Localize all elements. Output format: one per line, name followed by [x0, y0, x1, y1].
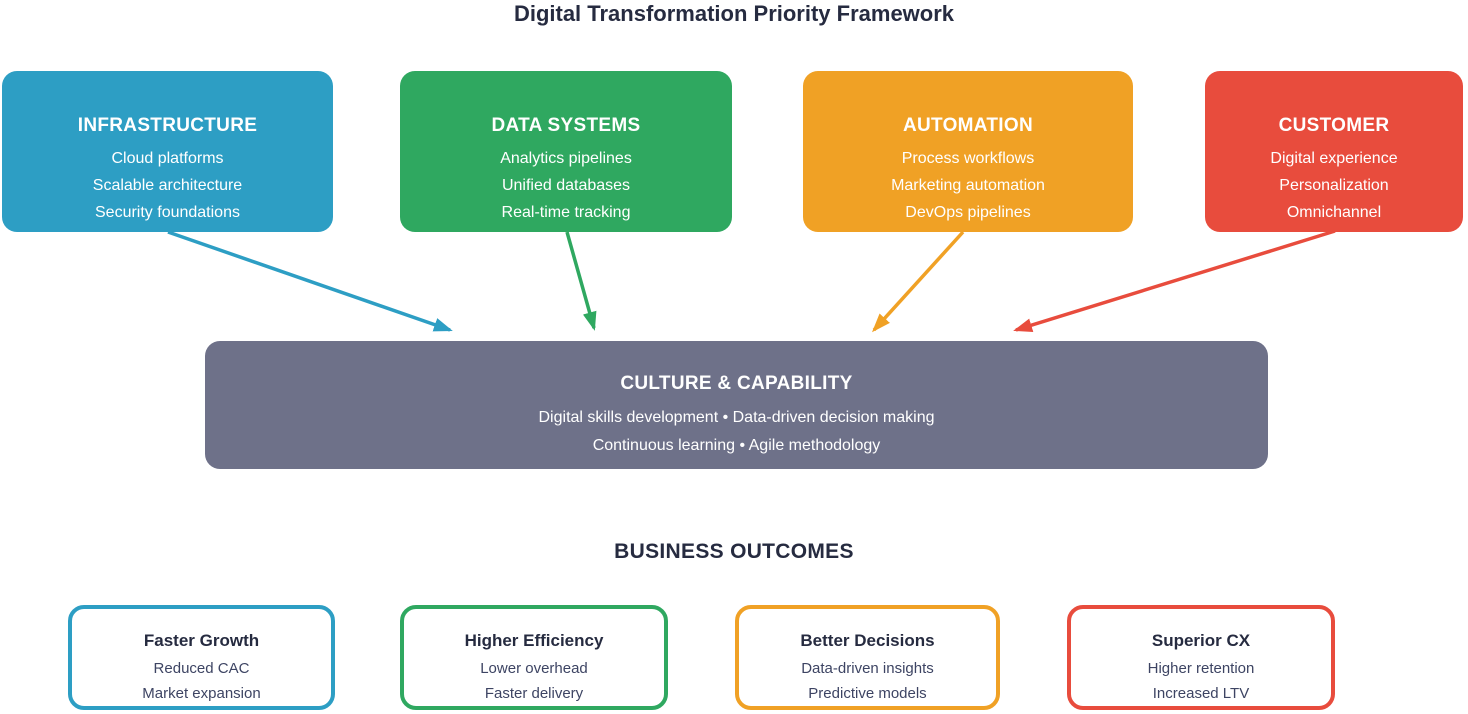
pillar-automation: AUTOMATION Process workflows Marketing a…: [803, 71, 1133, 232]
pillar-customer-title: CUSTOMER: [1278, 115, 1390, 136]
outcome-faster-growth-title: Faster Growth: [143, 631, 260, 650]
outcome-faster-growth-items: Reduced CAC Market expansion: [72, 656, 331, 706]
outcome-superior-cx-items: Higher retention Increased LTV: [1071, 656, 1331, 706]
pillar-item: Marketing automation: [891, 177, 1045, 194]
pillar-item: Analytics pipelines: [500, 150, 632, 167]
culture-capability-title: CULTURE & CAPABILITY: [620, 373, 853, 394]
pillar-customer-items: Digital experience Personalization Omnic…: [1205, 145, 1463, 226]
outcome-higher-efficiency-items: Lower overhead Faster delivery: [404, 656, 664, 706]
pillar-data-systems-title: DATA SYSTEMS: [491, 115, 641, 136]
culture-line: Continuous learning • Agile methodology: [592, 437, 881, 454]
pillar-infrastructure-title: INFRASTRUCTURE: [77, 115, 258, 136]
pillar-data-systems-items: Analytics pipelines Unified databases Re…: [400, 145, 732, 226]
pillar-automation-title: AUTOMATION: [902, 115, 1033, 136]
outcome-higher-efficiency-title: Higher Efficiency: [464, 631, 604, 650]
outcome-superior-cx-title: Superior CX: [1151, 631, 1251, 650]
pillar-item: Security foundations: [95, 204, 240, 221]
outcome-item: Predictive models: [808, 685, 927, 702]
pillar-item: Scalable architecture: [92, 177, 243, 194]
outcome-item: Higher retention: [1147, 660, 1255, 677]
outcome-higher-efficiency: Higher Efficiency Lower overhead Faster …: [400, 605, 668, 710]
business-outcomes-heading: BUSINESS OUTCOMES: [614, 540, 854, 563]
pillar-item: Process workflows: [901, 150, 1035, 167]
outcome-item: Increased LTV: [1152, 685, 1250, 702]
outcome-better-decisions-items: Data-driven insights Predictive models: [739, 656, 996, 706]
outcome-better-decisions-title: Better Decisions: [800, 631, 935, 650]
arrow-customer-to-culture: [1013, 229, 1336, 332]
outcome-item: Lower overhead: [480, 660, 588, 677]
pillar-item: Cloud platforms: [111, 150, 224, 167]
pillar-item: DevOps pipelines: [905, 204, 1031, 221]
arrow-infrastructure-to-culture: [167, 230, 453, 332]
outcome-faster-growth: Faster Growth Reduced CAC Market expansi…: [68, 605, 335, 710]
pillar-infrastructure-items: Cloud platforms Scalable architecture Se…: [2, 145, 333, 226]
pillar-item: Unified databases: [501, 177, 631, 194]
outcome-item: Market expansion: [142, 685, 261, 702]
outcome-item: Faster delivery: [484, 685, 584, 702]
pillar-item: Digital experience: [1270, 150, 1398, 167]
pillar-item: Real-time tracking: [501, 204, 631, 221]
culture-capability-details: Digital skills development • Data-driven…: [205, 404, 1268, 460]
pillar-item: Personalization: [1279, 177, 1389, 194]
pillar-infrastructure: INFRASTRUCTURE Cloud platforms Scalable …: [2, 71, 333, 232]
outcome-item: Data-driven insights: [801, 660, 934, 677]
outcome-item: Reduced CAC: [153, 660, 250, 677]
outcome-superior-cx: Superior CX Higher retention Increased L…: [1067, 605, 1335, 710]
pillar-automation-items: Process workflows Marketing automation D…: [803, 145, 1133, 226]
arrow-automation-to-culture: [871, 230, 965, 333]
arrow-data-systems-to-culture: [565, 231, 597, 331]
pillar-data-systems: DATA SYSTEMS Analytics pipelines Unified…: [400, 71, 732, 232]
pillar-customer: CUSTOMER Digital experience Personalizat…: [1205, 71, 1463, 232]
pillar-item: Omnichannel: [1286, 204, 1382, 221]
culture-capability-box: CULTURE & CAPABILITY Digital skills deve…: [205, 341, 1268, 469]
culture-line: Digital skills development • Data-driven…: [538, 409, 935, 426]
outcome-better-decisions: Better Decisions Data-driven insights Pr…: [735, 605, 1000, 710]
page-title: Digital Transformation Priority Framewor…: [513, 1, 955, 26]
